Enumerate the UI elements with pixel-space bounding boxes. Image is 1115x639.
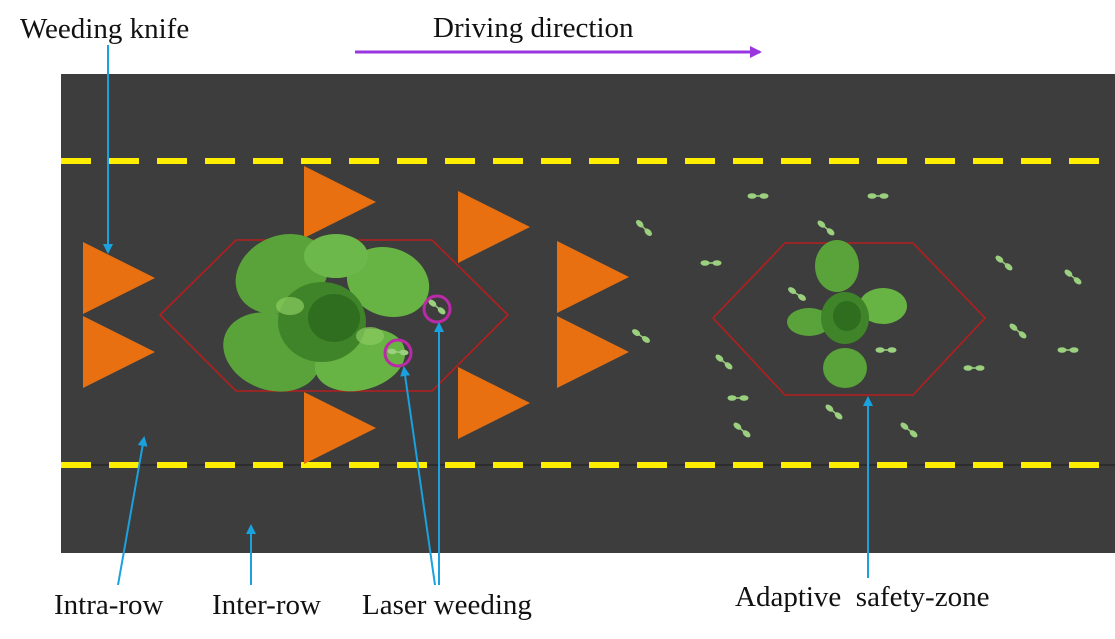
laser-weeding-pointer-1 xyxy=(400,366,436,586)
laser-target-icon xyxy=(383,338,413,368)
weeding-knife-icon xyxy=(557,241,629,313)
field-background xyxy=(61,74,1115,553)
weeding-knife-icon xyxy=(83,316,155,388)
intra-row-pointer xyxy=(117,436,148,586)
weeding-knife-label: Weeding knife xyxy=(20,13,189,45)
weeding-knife-icon xyxy=(557,316,629,388)
safety-zone-right xyxy=(711,242,987,396)
weeding-knives xyxy=(83,166,629,464)
weeding-knife-icon xyxy=(458,191,530,263)
weeding-knife-icon xyxy=(304,166,376,238)
safety-zone-left xyxy=(158,239,510,392)
weeding-knife-icon xyxy=(304,392,376,464)
annotation-arrows xyxy=(103,45,873,586)
driving-direction-label: Driving direction xyxy=(433,12,634,44)
crop-plant-icon xyxy=(787,240,907,388)
inter-row-label: Inter-row xyxy=(212,589,321,621)
crop-plant-icon xyxy=(223,234,430,392)
intra-row-label: Intra-row xyxy=(54,589,164,621)
weeding-knife-icon xyxy=(458,367,530,439)
adaptive-safety-zone-label: Adaptive safety-zone xyxy=(735,581,989,613)
laser-weeding-label: Laser weeding xyxy=(362,589,532,621)
weeding-knife-icon xyxy=(83,242,155,314)
